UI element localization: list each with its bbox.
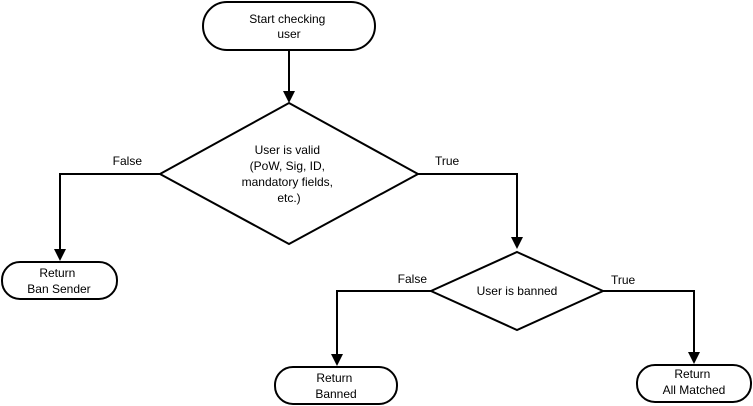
all-matched-node: Return All Matched: [636, 364, 752, 403]
edge-valid-true: [418, 173, 518, 238]
banned-decision-node: User is banned: [428, 250, 606, 332]
edge-banned-true: [603, 290, 695, 353]
banned-decision-label: User is banned: [477, 284, 558, 298]
edge-label-valid-false: False: [113, 154, 143, 168]
edge-valid-false-arrow: [54, 249, 66, 261]
start-node: Start checking user: [202, 1, 376, 51]
edge-banned-true-arrow: [688, 352, 700, 364]
edge-banned-false-arrow: [331, 354, 343, 366]
ban-sender-node-shape: [1, 261, 118, 300]
edge-banned-false: [336, 290, 431, 355]
banned-node-shape: [274, 366, 398, 405]
all-matched-node-label-line-2: All Matched: [663, 383, 726, 397]
edge-valid-true-arrow: [511, 237, 523, 249]
edge-start-to-valid-arrow: [283, 91, 295, 103]
valid-decision-node: User is valid (PoW, Sig, ID, mandatory f…: [157, 101, 421, 246]
banned-node-label-line-1: Return: [316, 371, 352, 385]
edge-valid-false: [59, 173, 160, 250]
ban-sender-node-label-line-2: Ban Sender: [27, 282, 90, 296]
valid-decision-label-line-2: (PoW, Sig, ID,: [250, 159, 325, 173]
edge-label-banned-true: True: [611, 273, 636, 287]
ban-sender-node-label-line-1: Return: [39, 266, 75, 280]
ban-sender-node-label: Return Ban Sender: [27, 266, 90, 296]
banned-decision-shape: [428, 250, 606, 332]
banned-decision-label-line-1: User is banned: [477, 284, 558, 298]
valid-decision-label: User is valid (PoW, Sig, ID, mandatory f…: [242, 143, 337, 205]
start-node-label: Start checking user: [249, 12, 328, 41]
banned-node-label-line-2: Banned: [315, 387, 356, 401]
all-matched-node-label-line-1: Return: [674, 367, 710, 381]
edge-label-banned-false: False: [398, 272, 428, 286]
start-node-label-line-2: user: [277, 27, 300, 41]
ban-sender-node: Return Ban Sender: [1, 261, 118, 300]
valid-decision-shape: [157, 101, 421, 246]
banned-node: Return Banned: [274, 366, 398, 405]
all-matched-node-label: Return All Matched: [663, 367, 726, 397]
start-node-label-line-1: Start checking: [249, 12, 325, 26]
valid-decision-label-line-1: User is valid: [255, 143, 320, 157]
valid-decision-label-line-4: etc.): [277, 191, 300, 205]
banned-node-label: Return Banned: [315, 371, 356, 401]
valid-decision-label-line-3: mandatory fields,: [242, 175, 333, 189]
edge-label-valid-true: True: [435, 154, 460, 168]
start-node-shape: [202, 1, 376, 51]
all-matched-node-shape: [636, 364, 752, 403]
